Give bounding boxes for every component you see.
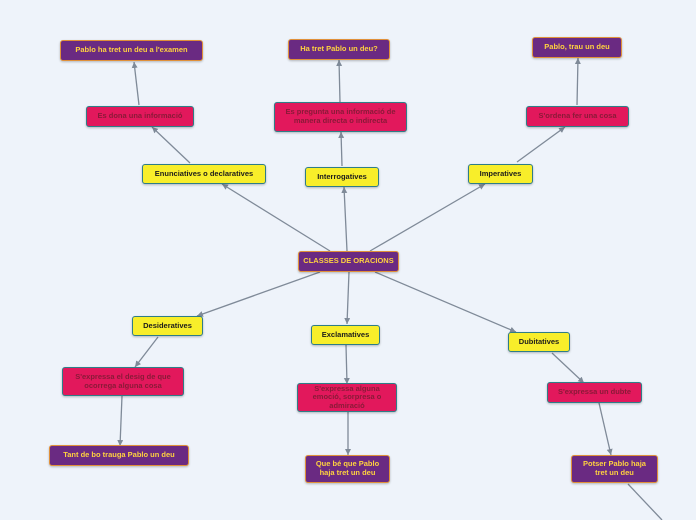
connector-offscreen xyxy=(627,483,663,520)
connector-enunciatives-description xyxy=(151,126,191,164)
connector-exclamatives-description xyxy=(343,344,350,385)
node-interrogatives-description[interactable]: Es pregunta una informació de manera dir… xyxy=(274,102,407,132)
connector-imperatives-description xyxy=(516,126,566,163)
node-interrogatives-example[interactable]: Ha tret Pablo un deu? xyxy=(288,39,390,60)
node-imperatives-example[interactable]: Pablo, trau un deu xyxy=(532,37,622,58)
connector-root-enunciatives xyxy=(221,183,331,252)
connector-root-interrogatives xyxy=(341,186,348,252)
connector-desideratives-example xyxy=(117,395,124,447)
node-enunciatives-example[interactable]: Pablo ha tret un deu a l'examen xyxy=(60,40,203,61)
connector-dubitatives-description xyxy=(551,352,585,384)
node-enunciatives-description[interactable]: Es dona una informació xyxy=(86,106,194,127)
connector-root-dubitatives xyxy=(374,271,517,333)
node-interrogatives[interactable]: Interrogatives xyxy=(305,167,379,187)
connector-enunciatives-example xyxy=(131,61,140,106)
node-exclamatives-example[interactable]: Que bé que Pablo haja tret un deu xyxy=(305,455,390,483)
connector-dubitatives-example xyxy=(598,402,613,456)
connector-interrogatives-description xyxy=(338,131,345,167)
connector-root-imperatives xyxy=(369,183,486,252)
node-enunciatives[interactable]: Enunciatives o declaratives xyxy=(142,164,266,184)
node-desideratives-example[interactable]: Tant de bo trauga Pablo un deu xyxy=(49,445,189,466)
connector-interrogatives-example xyxy=(336,59,343,103)
node-exclamatives-description[interactable]: S'expressa alguna emoció, sorpresa o adm… xyxy=(297,383,397,412)
root-node[interactable]: CLASSES DE ORACIONS xyxy=(298,251,399,272)
node-imperatives-description[interactable]: S'ordena fer una cosa xyxy=(526,106,629,127)
connector-desideratives-description xyxy=(134,336,159,368)
node-imperatives[interactable]: Imperatives xyxy=(468,164,533,184)
node-dubitatives-example[interactable]: Potser Pablo haja tret un deu xyxy=(571,455,658,483)
node-dubitatives-description[interactable]: S'expressa un dubte xyxy=(547,382,642,403)
node-desideratives-description[interactable]: S'expressa el desig de que ocorrega algu… xyxy=(62,367,184,396)
connector-imperatives-example xyxy=(574,57,581,106)
node-exclamatives[interactable]: Exclamatives xyxy=(311,325,380,345)
node-desideratives[interactable]: Desideratives xyxy=(132,316,203,336)
connector-root-exclamatives xyxy=(344,271,351,325)
connector-root-desideratives xyxy=(196,271,321,317)
node-dubitatives[interactable]: Dubitatives xyxy=(508,332,570,352)
